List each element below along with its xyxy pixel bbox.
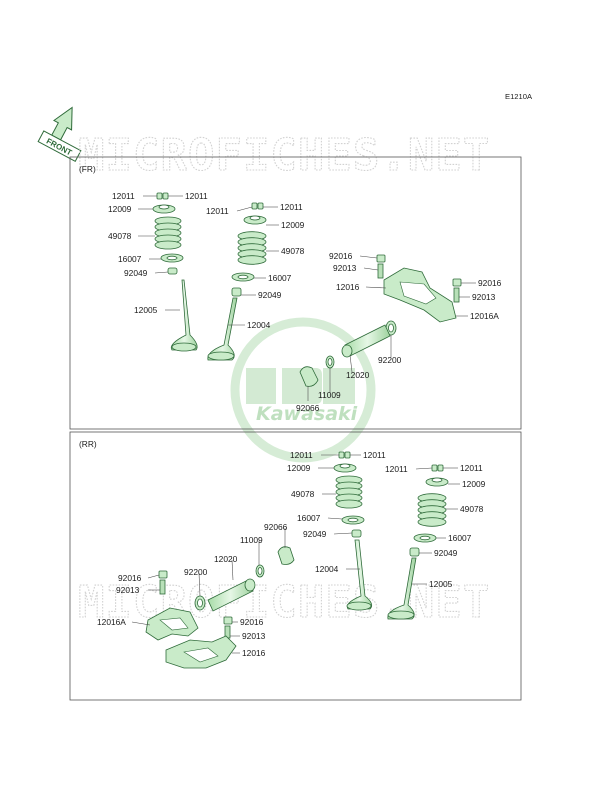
adjust-screw	[377, 263, 384, 279]
part-label: 12004	[315, 564, 339, 574]
watermark-top: MICROFICHES.NET	[78, 130, 490, 181]
part-label: 12009	[462, 479, 486, 489]
valve-keeper	[156, 192, 163, 200]
valve	[170, 279, 198, 351]
part-label: 12011	[185, 191, 208, 201]
part-label: 12016	[242, 648, 266, 658]
part-label: 12016A	[470, 311, 499, 321]
part-label: 49078	[281, 246, 305, 256]
valve-spring	[154, 216, 182, 250]
part-label: 92016	[329, 251, 353, 261]
part-label: 16007	[268, 273, 292, 283]
part-label: 92066	[296, 403, 320, 413]
part-label: 92016	[118, 573, 142, 583]
kawasaki-logo: Kawasaki	[230, 317, 376, 463]
part-label: 49078	[108, 231, 132, 241]
part-label: 12005	[429, 579, 453, 589]
part-label: 12009	[287, 463, 311, 473]
fr-section-frame	[69, 156, 522, 430]
part-label: 12011	[112, 191, 135, 201]
part-label: 92016	[240, 617, 264, 627]
part-label: 49078	[291, 489, 315, 499]
part-label: 11009	[318, 390, 341, 400]
rr-section-title: (RR)	[79, 439, 97, 449]
part-label: 12020	[346, 370, 370, 380]
part-label: 92049	[434, 548, 458, 558]
part-label: 12011	[280, 202, 303, 212]
valve-keeper	[162, 192, 169, 200]
part-label: 12016A	[97, 617, 126, 627]
part-label: 12009	[108, 204, 132, 214]
part-label: 12011	[385, 464, 408, 474]
part-label: 92200	[184, 567, 208, 577]
part-label: 16007	[118, 254, 142, 264]
stem-seal	[167, 267, 178, 275]
part-label: 16007	[448, 533, 472, 543]
part-label: 11009	[240, 535, 263, 545]
part-label: 12011	[290, 450, 313, 460]
part-label: 92016	[478, 278, 502, 288]
part-label: 12020	[214, 554, 238, 564]
part-label: 12011	[206, 206, 229, 216]
part-label: 12011	[363, 450, 386, 460]
part-label: 92049	[124, 268, 148, 278]
rr-parts	[145, 451, 449, 669]
part-label: 16007	[297, 513, 321, 523]
part-label: 92200	[378, 355, 402, 365]
part-label: 12011	[460, 463, 483, 473]
fr-section-title: (FR)	[79, 164, 96, 174]
nut	[376, 254, 386, 263]
plug	[299, 366, 319, 387]
part-label: 12005	[134, 305, 158, 315]
part-label: 92049	[258, 290, 282, 300]
part-label: 12009	[281, 220, 305, 230]
part-label: 49078	[460, 504, 484, 514]
rr-section-frame	[69, 431, 522, 701]
fr-parts	[152, 192, 462, 387]
part-label: 12016	[336, 282, 360, 292]
part-label: 92049	[303, 529, 327, 539]
logo-brand: Kawasaki	[256, 403, 358, 425]
watermark-bottom: MICROFICHES.NET	[78, 577, 490, 628]
part-label: 92013	[333, 263, 357, 273]
part-label: 92013	[242, 631, 266, 641]
part-label: 92066	[264, 522, 288, 532]
diagram-code: E1210A	[505, 92, 533, 101]
part-label: 92013	[472, 292, 496, 302]
part-label: 12004	[247, 320, 271, 330]
part-label: 92013	[116, 585, 140, 595]
